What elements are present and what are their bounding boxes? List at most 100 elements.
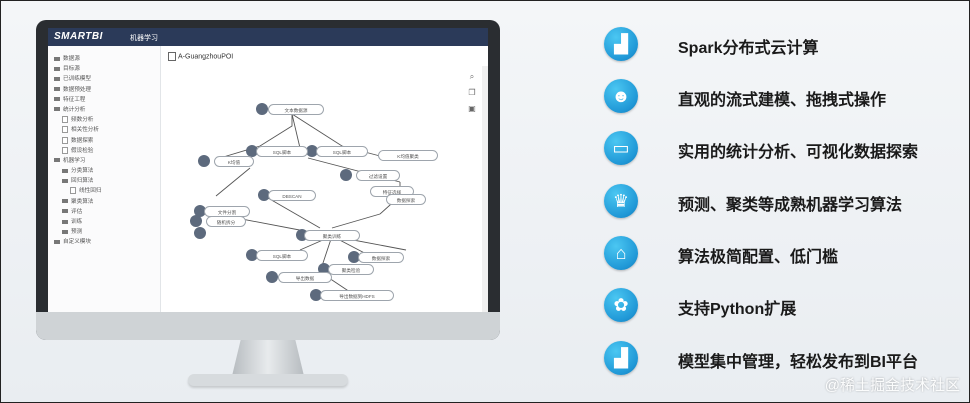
- workflow-node[interactable]: SQL脚本: [316, 146, 368, 157]
- canvas-scrollbar[interactable]: [482, 66, 488, 312]
- canvas-title-text: A-GuangzhouPOI: [178, 53, 234, 61]
- folder-icon: [54, 158, 60, 163]
- app-header: SMARTBI 机器学习: [48, 28, 488, 46]
- tree-item[interactable]: 分类算法: [48, 166, 160, 176]
- node-port[interactable]: [190, 215, 202, 227]
- copy-icon[interactable]: ❐: [468, 88, 476, 97]
- workflow-canvas[interactable]: A-GuangzhouPOI ⌕ ❐ ▣: [160, 46, 488, 312]
- tree-item[interactable]: 频数分析: [48, 115, 160, 125]
- workflow-node[interactable]: 随机拆分: [206, 216, 246, 227]
- node-port[interactable]: [306, 145, 318, 157]
- folder-icon: [54, 66, 60, 71]
- tree-item[interactable]: 统计分析: [48, 105, 160, 115]
- feature-label: 预测、聚类等成熟机器学习算法: [678, 197, 903, 214]
- tree-item-label: 自定义模块: [63, 239, 91, 246]
- folder-icon: [54, 239, 60, 244]
- tree-item[interactable]: 数据预处理: [48, 85, 160, 95]
- workflow-node[interactable]: 数据探索: [386, 194, 426, 205]
- home-icon: ⌂: [604, 236, 638, 270]
- tree-toolbar: [48, 46, 160, 54]
- module-icon: [62, 136, 68, 144]
- tree-item-label: 聚类算法: [71, 198, 94, 205]
- feature-label: 支持Python扩展: [678, 301, 797, 318]
- tree-item[interactable]: 数据探索: [48, 136, 160, 146]
- module-icon: [70, 187, 76, 195]
- tree-item[interactable]: 线性回归: [48, 186, 160, 196]
- folder-icon: [62, 168, 68, 173]
- feature-item: ▟ Spark分布式云计算: [604, 25, 964, 63]
- document-icon: [168, 52, 176, 61]
- module-icon: [62, 116, 68, 124]
- tree-item-label: 频数分析: [71, 117, 94, 124]
- monitor-stand: [188, 374, 348, 386]
- folder-icon: [54, 87, 60, 92]
- tree-item[interactable]: 预测: [48, 227, 160, 237]
- workflow-node[interactable]: SQL脚本: [256, 250, 308, 261]
- search-icon[interactable]: ⌕: [469, 72, 475, 81]
- tree-item[interactable]: 评估: [48, 207, 160, 217]
- tree-item[interactable]: 自定义模块: [48, 237, 160, 247]
- workflow-node[interactable]: 导出数据: [278, 272, 332, 283]
- tree-item-label: 相关性分析: [71, 127, 99, 134]
- tree-item-label: 数据预处理: [63, 86, 91, 93]
- workflow-node[interactable]: 数据探索: [358, 252, 404, 263]
- tree-item[interactable]: 聚类算法: [48, 197, 160, 207]
- app-logo: SMARTBI: [54, 31, 103, 42]
- tree-item-label: 分类算法: [71, 168, 94, 175]
- tree-item-label: 预测: [71, 229, 83, 236]
- tree-item[interactable]: 机器学习: [48, 156, 160, 166]
- feature-item: ☻直观的流式建模、拖拽式操作: [604, 77, 964, 115]
- workflow-node[interactable]: K均值聚类: [378, 150, 438, 161]
- folder-icon: [62, 219, 68, 224]
- folder-icon: [54, 97, 60, 102]
- tree-item-label: 机器学习: [63, 157, 86, 164]
- workflow-node[interactable]: 聚类训练: [304, 230, 360, 241]
- tree-item[interactable]: 数据源: [48, 54, 160, 64]
- crown-icon: ♛: [604, 184, 638, 218]
- node-port[interactable]: [266, 271, 278, 283]
- folder-icon: [54, 76, 60, 81]
- tree-item-label: 目标源: [63, 66, 80, 73]
- workflow-node[interactable]: DBSCAN: [268, 190, 316, 201]
- node-port[interactable]: [256, 103, 268, 115]
- node-port[interactable]: [258, 189, 270, 201]
- canvas-toolbar: ⌕ ❐ ▣: [464, 72, 480, 144]
- folder-icon: ▭: [604, 131, 638, 165]
- feature-label: Spark分布式云计算: [678, 40, 819, 57]
- workflow-node[interactable]: 聚类检验: [328, 264, 374, 275]
- node-port[interactable]: [198, 155, 210, 167]
- app-screen: SMARTBI 机器学习 数据源目标源已训练模型数据预处理特征工程统计分析频数分…: [48, 28, 488, 312]
- node-port[interactable]: [246, 249, 258, 261]
- node-port[interactable]: [194, 227, 206, 239]
- feature-item: ⌂算法极简配置、低门槛: [604, 234, 964, 272]
- tree-item[interactable]: 已训练模型: [48, 74, 160, 84]
- node-port[interactable]: [194, 205, 206, 217]
- tab-machine-learning[interactable]: 机器学习: [130, 35, 158, 42]
- node-port[interactable]: [310, 289, 322, 301]
- workflow-node[interactable]: 文本数据源: [268, 104, 324, 115]
- tree-item[interactable]: 回归算法: [48, 176, 160, 186]
- module-tree: 数据源目标源已训练模型数据预处理特征工程统计分析频数分析相关性分析数据探索假设检…: [48, 46, 161, 312]
- tree-item[interactable]: 目标源: [48, 64, 160, 74]
- node-port[interactable]: [340, 169, 352, 181]
- node-port[interactable]: [246, 145, 258, 157]
- folder-icon: [54, 56, 60, 61]
- tree-item-label: 假设检验: [71, 147, 94, 154]
- node-port[interactable]: [348, 251, 360, 263]
- folder-icon: [54, 107, 60, 112]
- tree-item-label: 线性回归: [79, 188, 102, 195]
- tree-item[interactable]: 训练: [48, 217, 160, 227]
- tree-item[interactable]: 相关性分析: [48, 125, 160, 135]
- bar-chart-up-icon: ▟: [604, 341, 638, 375]
- tree-item[interactable]: 假设检验: [48, 146, 160, 156]
- save-icon[interactable]: ▣: [468, 104, 476, 113]
- feature-item: ▭实用的统计分析、可视化数据探索: [604, 129, 964, 167]
- workflow-node[interactable]: 过滤设置: [356, 170, 400, 181]
- bar-chart-up-icon: ▟: [604, 27, 638, 61]
- workflow-node[interactable]: K均值: [214, 156, 254, 167]
- workflow-node[interactable]: 导出数据到HDFS: [320, 290, 394, 301]
- tree-item-label: 统计分析: [63, 106, 86, 113]
- tree-item[interactable]: 特征工程: [48, 95, 160, 105]
- workflow-node[interactable]: SQL脚本: [256, 146, 308, 157]
- tree-item-label: 已训练模型: [63, 76, 91, 83]
